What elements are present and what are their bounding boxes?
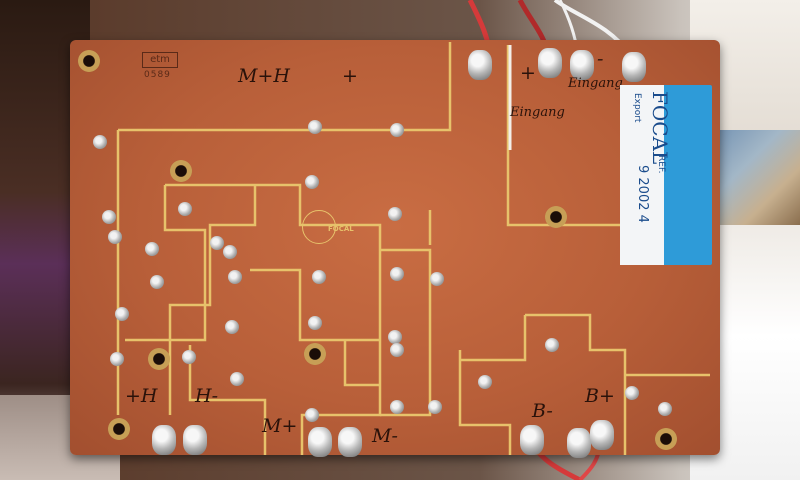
mount-hole-bottom-left (108, 418, 130, 440)
label-input-top: Eingang (568, 76, 623, 91)
solder-pad (388, 330, 402, 344)
solder-pad (312, 270, 326, 284)
solder-pad (545, 338, 559, 352)
solder-pad (115, 307, 129, 321)
sticker-brand: FOCAL (648, 91, 672, 165)
solder-pad (102, 210, 116, 224)
mount-hole-bottom-right (655, 428, 677, 450)
mount-hole (545, 206, 567, 228)
sticker-white-strip (620, 85, 664, 265)
label-m-plus: M+ (262, 415, 298, 437)
terminal-input (622, 52, 646, 82)
solder-pad (625, 386, 639, 400)
terminal-b-plus (590, 420, 614, 450)
solder-pad (308, 316, 322, 330)
solder-pad (228, 270, 242, 284)
maker-number: 0589 (144, 70, 171, 80)
label-m-minus: M- (372, 425, 398, 447)
solder-pad (182, 350, 196, 364)
solder-pad (210, 236, 224, 250)
sticker-line2: REF. (656, 155, 666, 174)
solder-pad (108, 230, 122, 244)
label-input-minus: - (597, 48, 604, 70)
pcb-board: etm 0589 FOCAL M+H + + (70, 40, 720, 458)
solder-pad (178, 202, 192, 216)
solder-pad (223, 245, 237, 259)
solder-pad (658, 402, 672, 416)
focal-logo-text: FOCAL (328, 225, 354, 233)
terminal-h-minus (183, 425, 207, 455)
solder-pad (390, 267, 404, 281)
terminal-h-plus (152, 425, 176, 455)
label-h-minus: H- (195, 385, 218, 407)
solder-pad (305, 408, 319, 422)
terminal-m-plus (308, 427, 332, 457)
solder-pad (305, 175, 319, 189)
mount-hole-top-left (78, 50, 100, 72)
terminal-m-minus (338, 427, 362, 457)
solder-pad (230, 372, 244, 386)
solder-pad (150, 275, 164, 289)
label-input-plus: + (520, 62, 536, 84)
solder-pad (145, 242, 159, 256)
solder-pad (110, 352, 124, 366)
terminal-b-minus (520, 425, 544, 455)
solder-pad (390, 343, 404, 357)
label-b-minus: B- (532, 400, 553, 422)
focal-sticker: FOCAL Export REF. 9 2002 4 (620, 85, 712, 265)
solder-pad (430, 272, 444, 286)
label-m-plus-h: M+H (238, 65, 290, 87)
sticker-serial: 9 2002 4 (635, 165, 650, 223)
terminal-top-plus (468, 50, 492, 80)
label-h-plus: +H (125, 385, 158, 407)
solder-pad (388, 207, 402, 221)
solder-pad (390, 400, 404, 414)
solder-pad (308, 120, 322, 134)
label-top-plus: + (342, 65, 358, 87)
solder-pad (390, 123, 404, 137)
mount-hole (170, 160, 192, 182)
terminal-input-plus (538, 48, 562, 78)
label-b-plus: B+ (585, 385, 615, 407)
terminal-b (567, 428, 591, 458)
sticker-line1: Export (632, 93, 642, 123)
mount-hole (148, 348, 170, 370)
label-input-mid: Eingang (510, 105, 565, 120)
solder-pad (225, 320, 239, 334)
terminal-input-minus (570, 50, 594, 80)
mount-hole (304, 343, 326, 365)
pcb-traces (116, 42, 710, 455)
focal-logo-icon (302, 210, 336, 244)
solder-pad (93, 135, 107, 149)
maker-mark: etm (142, 52, 178, 68)
background-box (705, 130, 800, 225)
solder-pad (478, 375, 492, 389)
solder-pad (428, 400, 442, 414)
